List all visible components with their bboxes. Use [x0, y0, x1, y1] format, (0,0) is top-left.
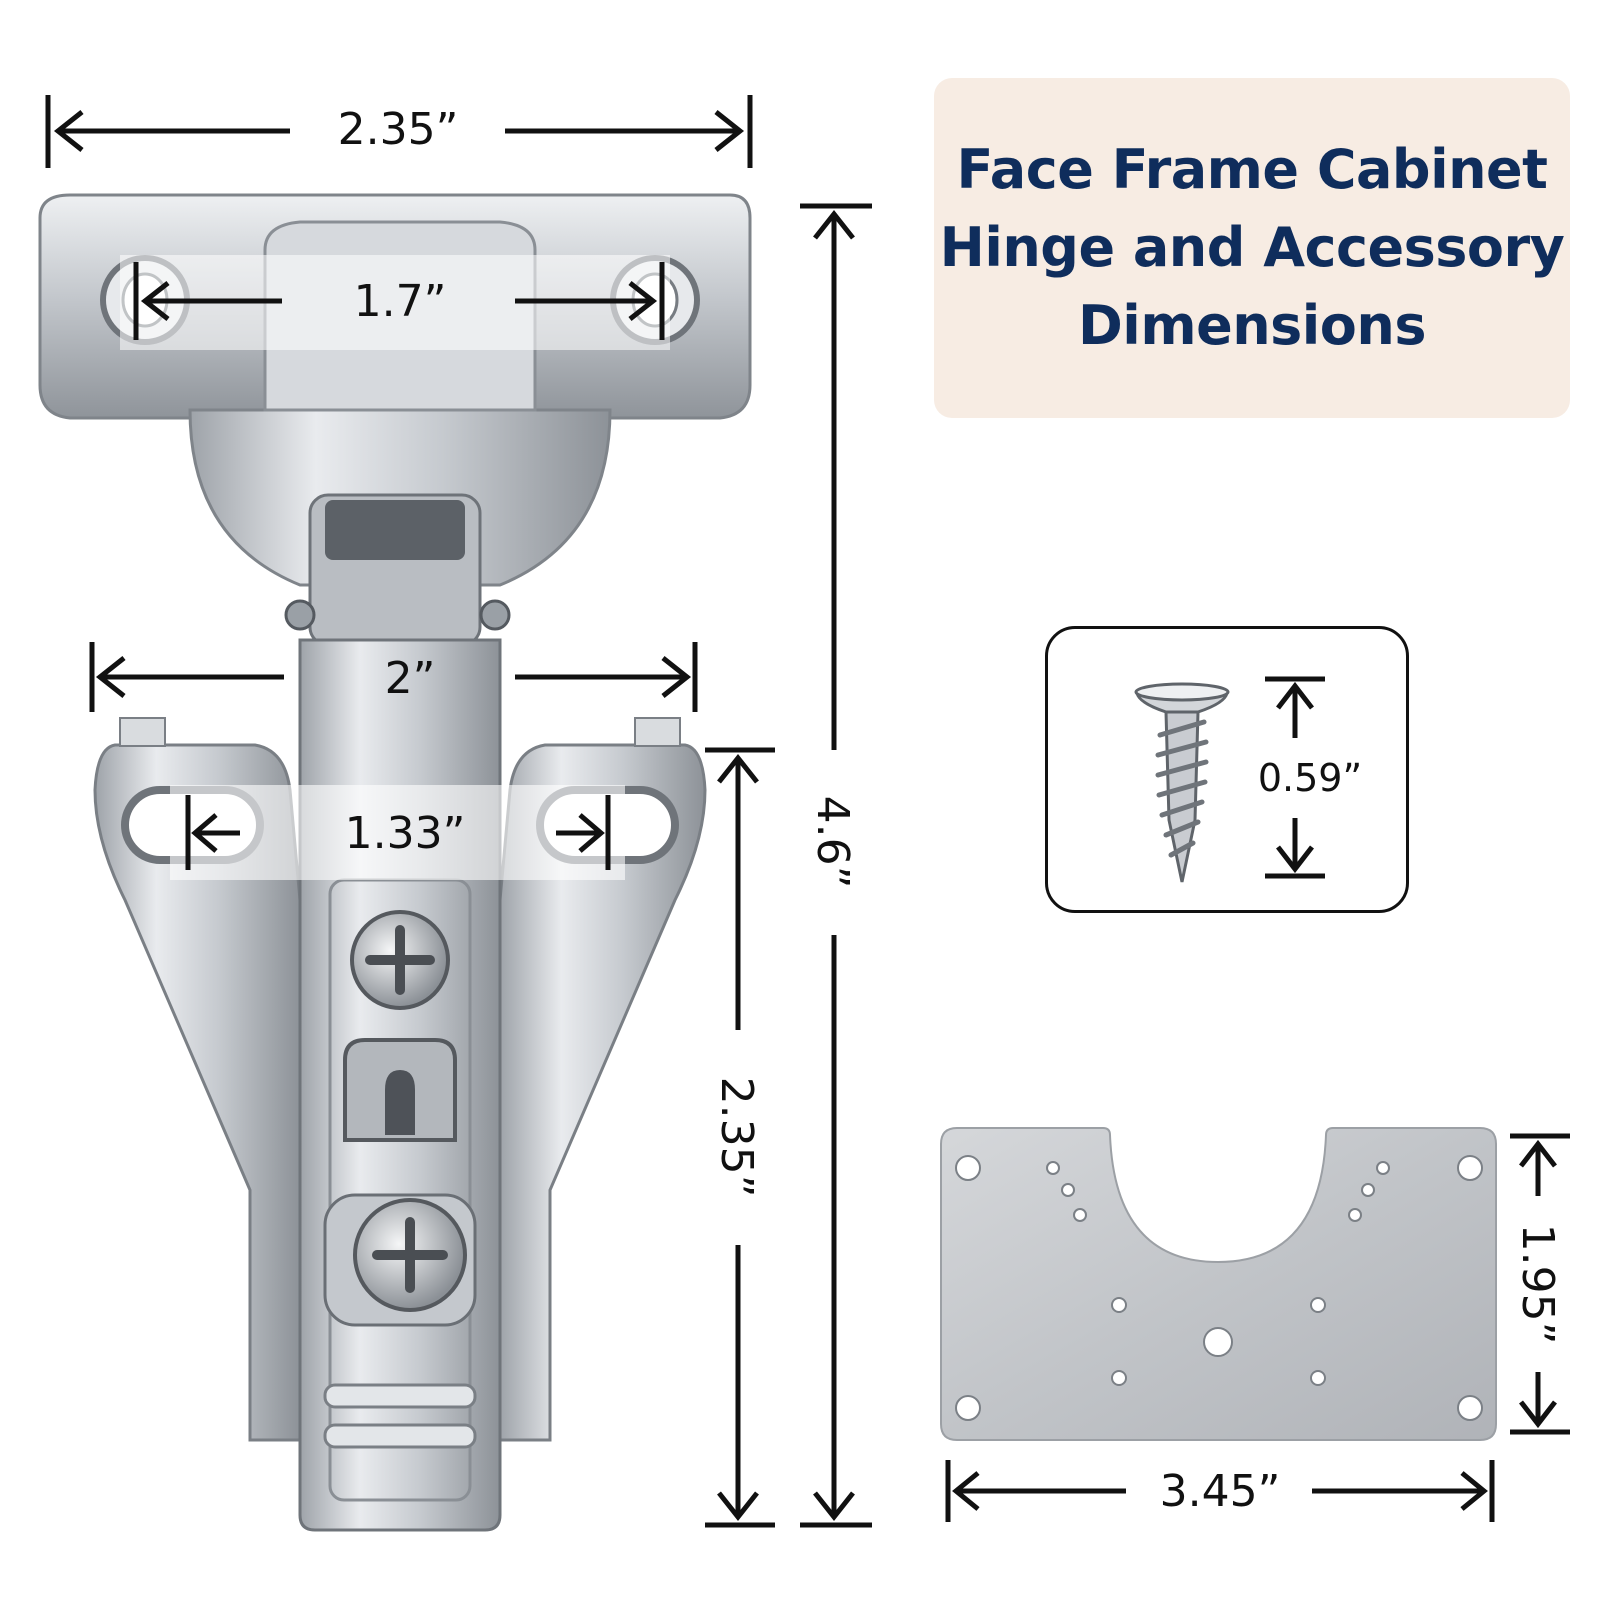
- title-line-3: Dimensions: [1077, 294, 1427, 357]
- dim-hinge-top-width-label: 2.35”: [338, 104, 459, 155]
- hinge-keyhole: [385, 1070, 415, 1135]
- dim-hinge-top-holes: [133, 262, 665, 340]
- hinge-middle-label-band: [170, 785, 625, 880]
- hinge-grip-ridge-1: [323, 1383, 477, 1409]
- hinge-adjust-screw-bottom-cross: [372, 1217, 448, 1293]
- hinge-tab-left: [119, 717, 166, 747]
- title-line-1: Face Frame Cabinet: [956, 138, 1548, 201]
- dim-hinge-top-holes-label: 1.7”: [354, 276, 447, 327]
- hinge-grip-ridge-2: [323, 1423, 477, 1449]
- hinge-pivot-right: [479, 599, 511, 631]
- dim-hinge-arm-length-label: 2.35”: [711, 1077, 762, 1198]
- dim-hinge-plate-holes-label: 1.33”: [345, 808, 466, 859]
- hinge-tab-right: [634, 717, 681, 747]
- title-line-2: Hinge and Accessory: [939, 216, 1565, 279]
- title-panel: Face Frame Cabinet Hinge and Accessory D…: [934, 78, 1570, 418]
- dim-plate-width-label: 3.45”: [1160, 1466, 1281, 1517]
- dim-hinge-top-width: [45, 95, 753, 168]
- hinge-repair-plate: [940, 1127, 1497, 1441]
- hinge-knuckle-shadow: [325, 500, 465, 560]
- dim-hinge-body-width: [89, 642, 698, 712]
- hinge-illustration: [38, 193, 752, 1532]
- dim-hinge-total-length: [800, 203, 872, 1528]
- dim-hinge-plate-holes: [185, 795, 611, 870]
- dim-plate-height-label: 1.95”: [1512, 1224, 1563, 1345]
- hinge-wing-left: [93, 743, 302, 1442]
- hinge-pivot-left: [284, 599, 316, 631]
- hinge-adjust-screw-top-cross: [365, 925, 435, 995]
- dim-plate-width: [945, 1460, 1495, 1522]
- dim-plate-height: [1510, 1133, 1570, 1435]
- dim-hinge-total-length-label: 4.6”: [807, 796, 858, 889]
- dim-hinge-body-width-label: 2”: [385, 653, 436, 704]
- hinge-wing-right: [498, 743, 707, 1442]
- screw-panel: [1045, 626, 1409, 913]
- dim-hinge-arm-length: [705, 747, 775, 1528]
